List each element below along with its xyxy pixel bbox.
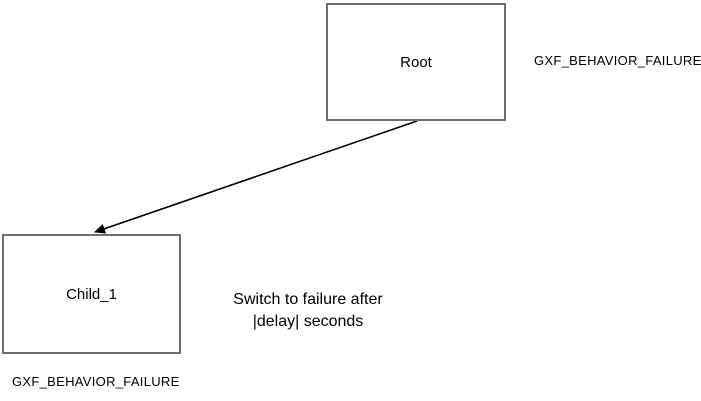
node-root-annotation: GXF_BEHAVIOR_FAILURE — [534, 53, 701, 68]
node-child-1-annotation: GXF_BEHAVIOR_FAILURE — [12, 374, 180, 389]
node-child-1: Child_1 — [2, 234, 181, 354]
node-child-1-label: Child_1 — [66, 285, 117, 303]
edge-label-line-2: |delay| seconds — [252, 313, 364, 330]
edge-label-line-1: Switch to failure after — [233, 291, 383, 308]
node-root: Root — [326, 3, 506, 121]
node-root-label: Root — [400, 53, 432, 71]
edge-label: Switch to failure after |delay| seconds — [198, 289, 418, 333]
